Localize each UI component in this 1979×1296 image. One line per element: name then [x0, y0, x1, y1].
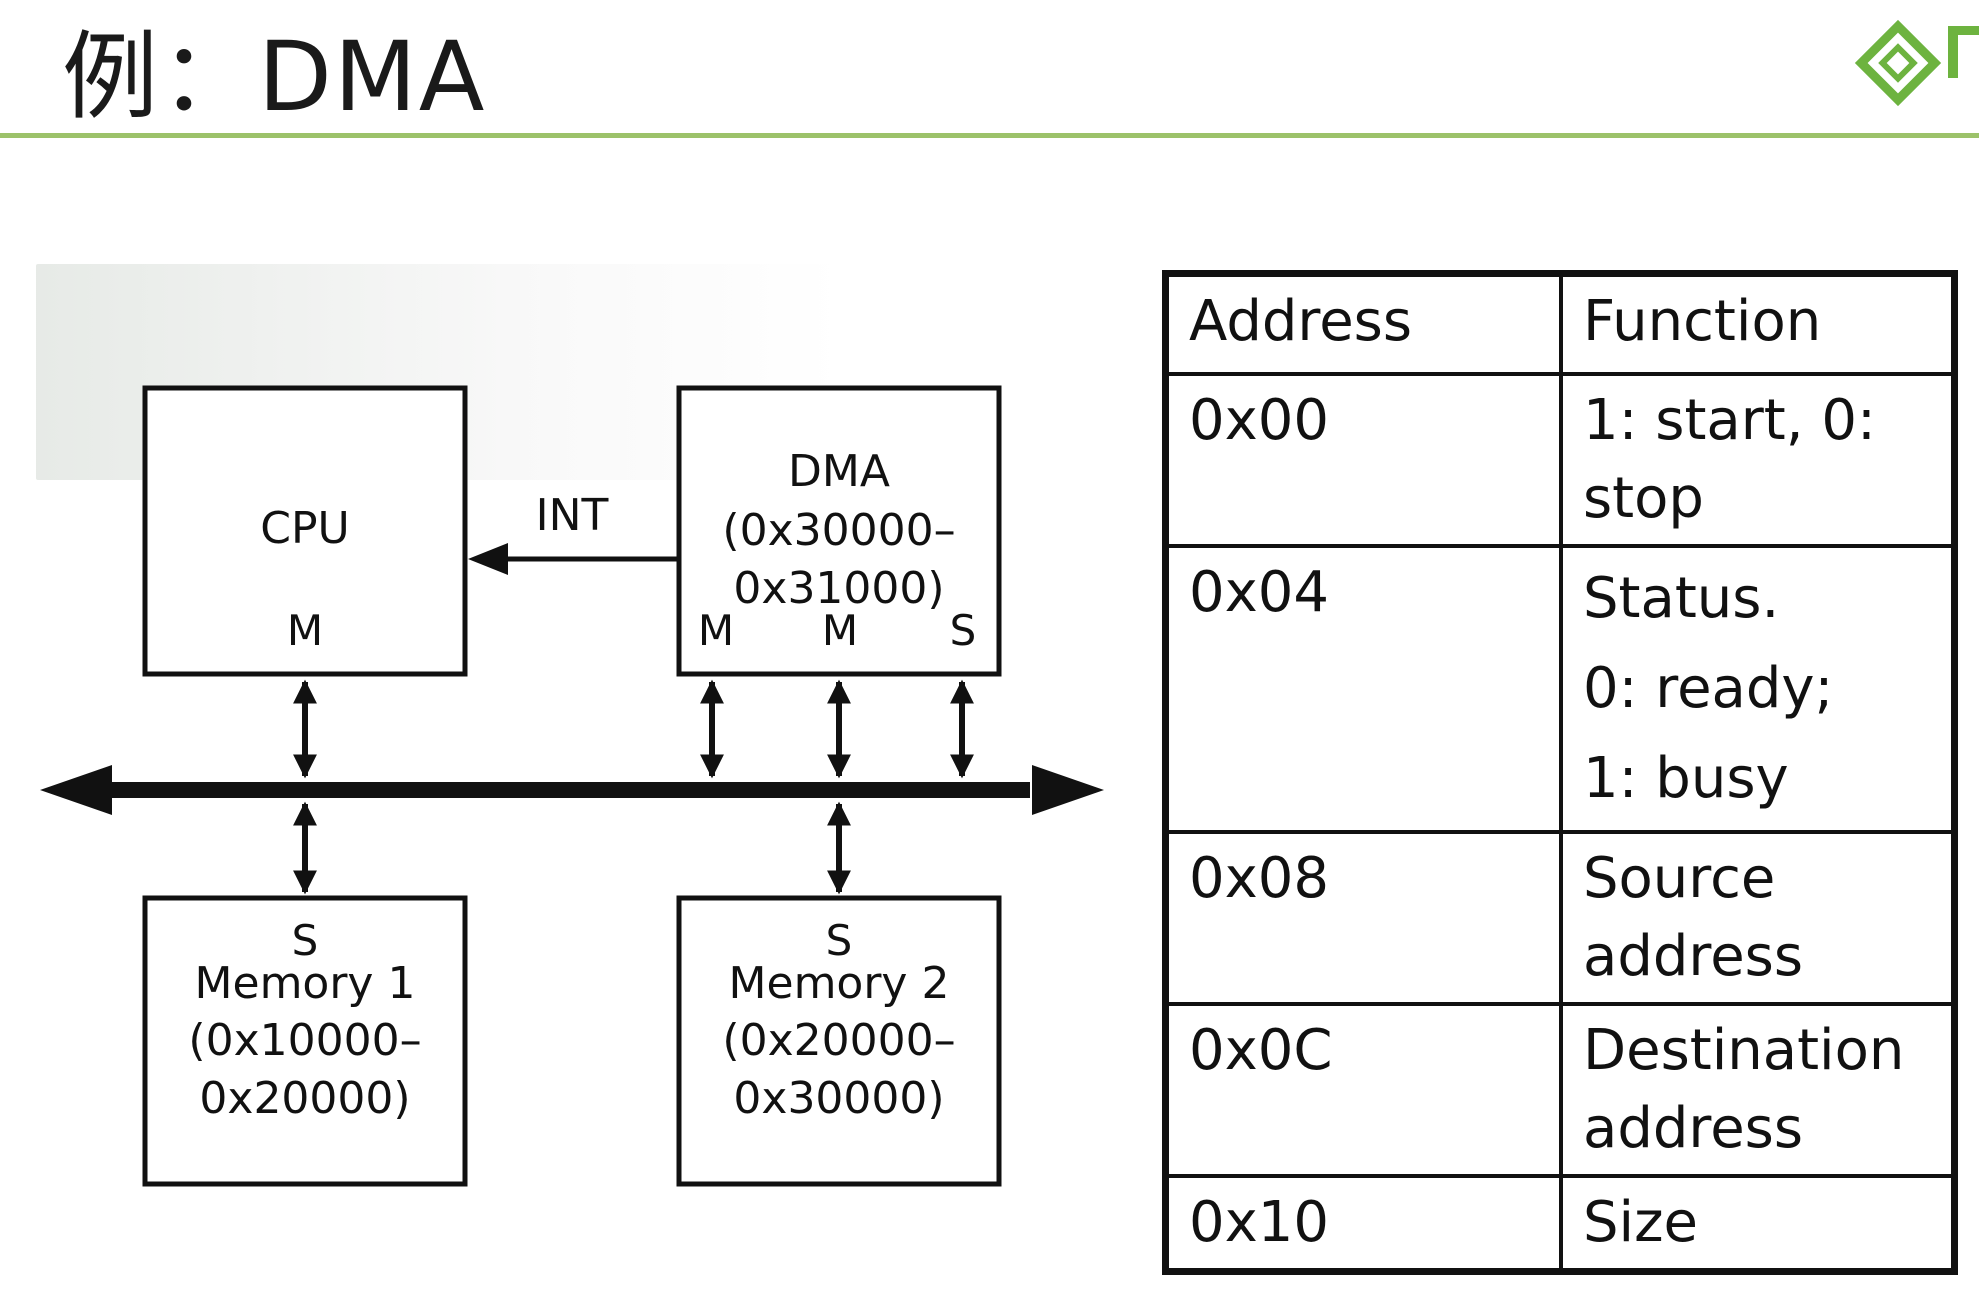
function-cell: 1: start, 0: stop — [1559, 371, 1957, 548]
memory2-label: Memory 2 — [729, 958, 950, 1009]
table-row: 0x0C Destination address — [1163, 1001, 1957, 1178]
int-signal-arrow: INT — [468, 490, 679, 575]
dma-port-label: M — [698, 606, 734, 655]
memory1-range-start: (0x10000– — [188, 1015, 421, 1066]
cpu-port-label: M — [287, 606, 323, 655]
dma-range-start: (0x30000– — [722, 505, 955, 556]
table-row: 0x00 1: start, 0: stop — [1163, 371, 1957, 548]
address-cell: 0x08 — [1163, 829, 1563, 1006]
memory1-port-label: S — [292, 916, 319, 965]
system-bus — [40, 765, 1104, 815]
memory1-label: Memory 1 — [195, 958, 416, 1009]
memory2-block: S Memory 2 (0x20000– 0x30000) — [676, 895, 1002, 1187]
bus-connector-arrows — [293, 679, 974, 895]
dma-block: DMA (0x30000– 0x31000) M M S — [676, 385, 1002, 677]
address-cell: 0x10 — [1163, 1173, 1563, 1274]
cpu-label: CPU — [260, 503, 349, 554]
dma-range-end: 0x31000) — [733, 563, 944, 614]
title-divider — [0, 133, 1979, 138]
dma-system-diagram: CPU M DMA (0x30000– 0x31000) M M S INT S… — [40, 385, 1104, 1187]
memory2-range-start: (0x20000– — [722, 1015, 955, 1066]
int-label: INT — [536, 490, 609, 541]
dma-port-label: S — [950, 606, 977, 655]
dma-label: DMA — [788, 446, 890, 497]
address-cell: 0x04 — [1163, 543, 1563, 834]
memory2-range-end: 0x30000) — [733, 1073, 944, 1124]
table-row: 0x08 Source address — [1163, 829, 1957, 1006]
table-header-row: Address Function — [1163, 271, 1957, 376]
table-row: 0x04 Status. 0: ready; 1: busy — [1163, 543, 1957, 834]
table-row: 0x10 Size — [1163, 1173, 1957, 1274]
cpu-block: CPU M — [142, 385, 468, 677]
green-diamond-logo-icon — [1850, 18, 1979, 108]
dma-port-label: M — [822, 606, 858, 655]
function-cell: Size — [1559, 1173, 1957, 1274]
slide-title: 例：DMA — [62, 21, 487, 133]
memory1-block: S Memory 1 (0x10000– 0x20000) — [142, 895, 468, 1187]
function-cell: Source address — [1559, 829, 1957, 1006]
function-cell: Destination address — [1559, 1001, 1957, 1178]
column-header-address: Address — [1163, 271, 1563, 376]
address-cell: 0x00 — [1163, 371, 1563, 548]
function-cell: Status. 0: ready; 1: busy — [1559, 543, 1957, 834]
column-header-function: Function — [1559, 271, 1957, 376]
memory1-range-end: 0x20000) — [199, 1073, 410, 1124]
memory2-port-label: S — [826, 916, 853, 965]
register-map-table: Address Function 0x00 1: start, 0: stop … — [1162, 270, 1958, 1275]
address-cell: 0x0C — [1163, 1001, 1563, 1178]
